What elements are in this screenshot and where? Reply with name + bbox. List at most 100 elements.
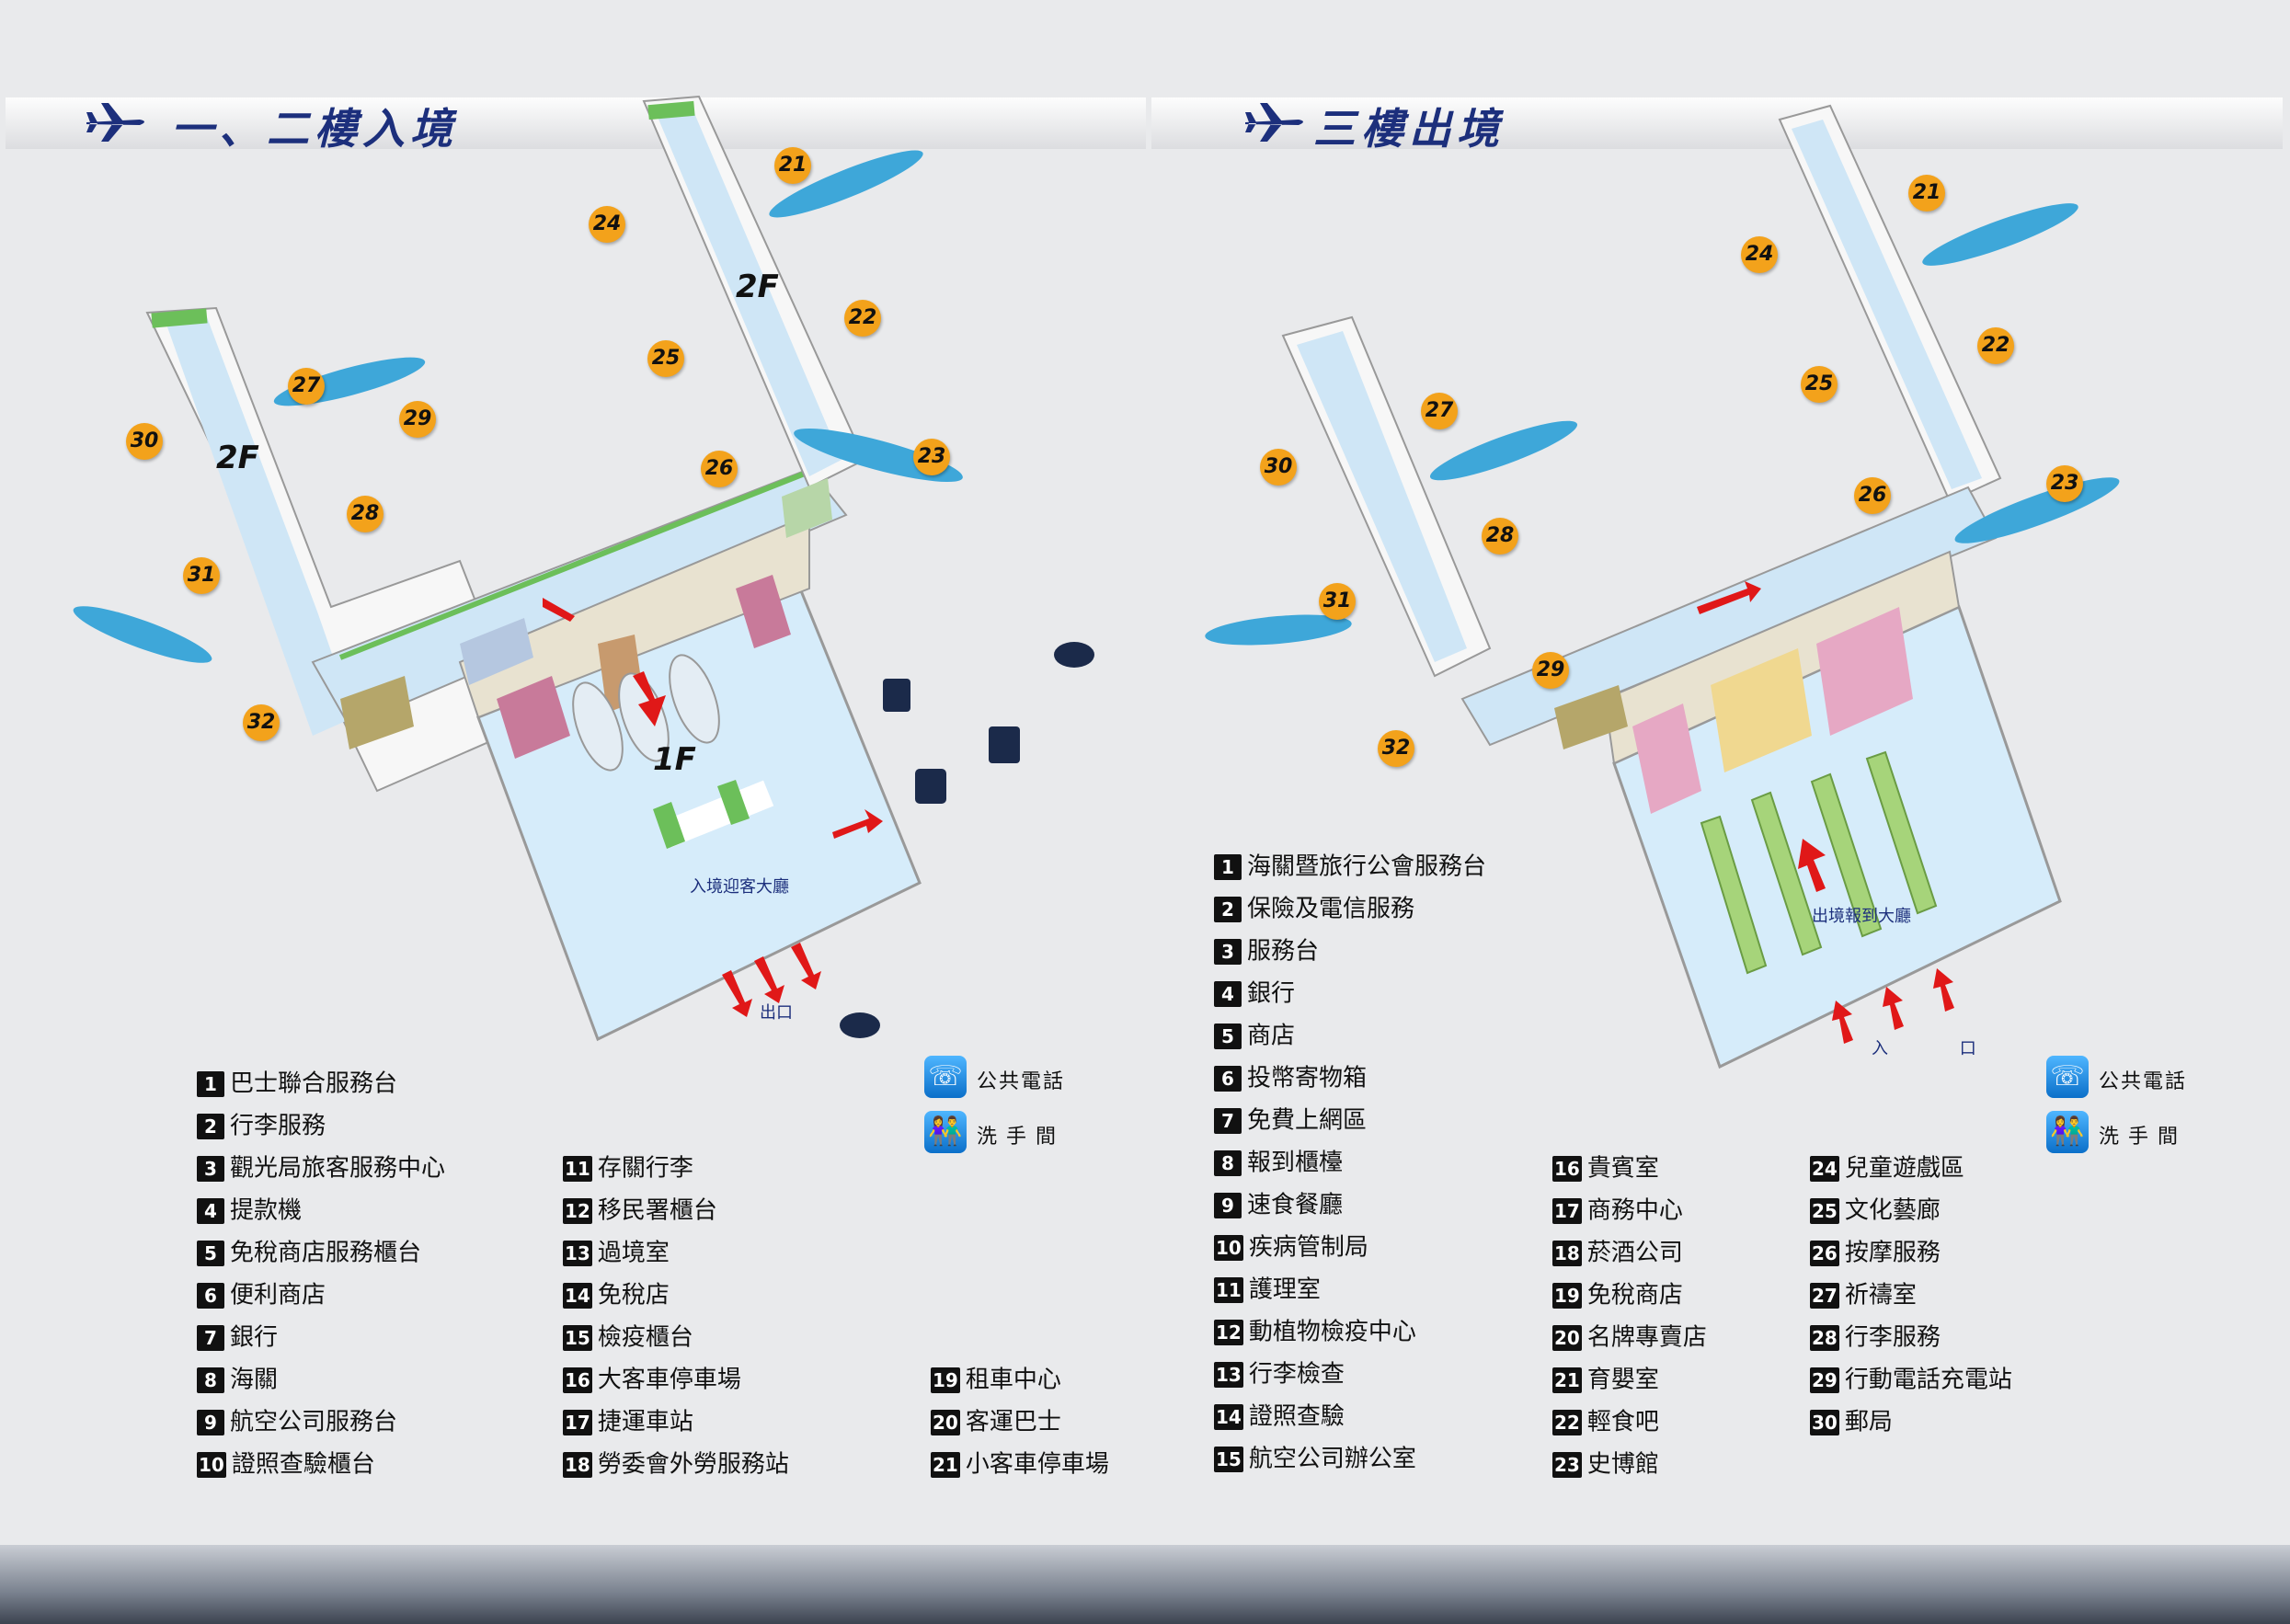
legend-number: 10 <box>197 1451 226 1478</box>
legend-label: 觀光局旅客服務中心 <box>230 1154 446 1183</box>
legend-number: 18 <box>563 1451 592 1478</box>
connector-corridor <box>311 467 848 728</box>
legend-number: 12 <box>1214 1319 1243 1345</box>
legend-number: 3 <box>197 1155 224 1182</box>
legend-number: 9 <box>197 1409 224 1435</box>
legend-number: 11 <box>563 1155 592 1182</box>
legend-label: 航空公司服務台 <box>230 1408 398 1436</box>
legend-label: 海關暨旅行公會服務台 <box>1247 852 1487 881</box>
floor-label-2f: 2F <box>736 269 779 305</box>
gate-badge: 32 <box>243 704 280 741</box>
legend-label: 速食餐廳 <box>1247 1191 1344 1219</box>
legend-label: 提款機 <box>230 1196 303 1225</box>
legend-number: 25 <box>1810 1197 1839 1224</box>
gate-badge: 26 <box>1854 477 1891 514</box>
concourse-north-floor <box>655 107 842 476</box>
gate-badge: 24 <box>1741 236 1778 273</box>
legend-number: 5 <box>197 1240 224 1266</box>
legend-number: 27 <box>1810 1282 1839 1309</box>
legend-label: 商店 <box>1247 1022 1296 1050</box>
legend-label: 服務台 <box>1247 937 1320 966</box>
gate-badge: 30 <box>126 423 163 460</box>
legend-number: 28 <box>1810 1324 1839 1351</box>
gate-badge: 21 <box>774 147 811 184</box>
legend-number: 30 <box>1810 1409 1839 1435</box>
restroom-legend-label: 洗手間 <box>977 1126 1066 1149</box>
concourse-north-floor <box>1792 120 1982 489</box>
legend-number: 16 <box>563 1367 592 1393</box>
legend-label: 行動電話充電站 <box>1844 1366 2012 1394</box>
page-title-arrival: 一、二樓入境 <box>171 104 458 154</box>
page-title-departure: 三樓出境 <box>1313 104 1505 154</box>
checkin-hall-label: 出境報到大廳 <box>1812 907 1911 926</box>
legend-label: 動植物檢疫中心 <box>1248 1318 1416 1346</box>
airplane-icon <box>1245 103 1303 142</box>
legend-label: 捷運車站 <box>597 1408 693 1436</box>
phone-icon: ☏ <box>2046 1056 2089 1098</box>
legend-number: 3 <box>1214 938 1242 965</box>
restroom-legend-label: 洗手間 <box>2099 1126 2188 1149</box>
legend-label: 祈禱室 <box>1844 1281 1917 1309</box>
legend-label: 名牌專賣店 <box>1586 1323 1707 1352</box>
legend-label: 疾病管制局 <box>1248 1233 1368 1262</box>
legend-number: 23 <box>1552 1451 1582 1478</box>
legend-label: 保險及電信服務 <box>1247 895 1415 923</box>
legend-label: 文化藝廊 <box>1844 1196 1941 1225</box>
legend-number: 6 <box>1214 1065 1242 1092</box>
gate-badge: 23 <box>913 439 950 475</box>
legend-number: 19 <box>931 1367 960 1393</box>
entrance-label: 入 口 <box>1872 1039 2009 1058</box>
hall-1f-upper <box>458 513 810 719</box>
legend-number: 14 <box>563 1282 592 1309</box>
gate-badge: 22 <box>1977 327 2014 364</box>
legend-label: 航空公司辦公室 <box>1248 1445 1416 1473</box>
legend-label: 租車中心 <box>965 1366 1061 1394</box>
legend-label: 免稅商店服務櫃台 <box>230 1239 422 1267</box>
legend-label: 免費上網區 <box>1247 1106 1368 1135</box>
legend-number: 8 <box>197 1367 224 1393</box>
legend-number: 17 <box>1552 1197 1582 1224</box>
airplane-icon <box>86 103 144 142</box>
legend-number: 4 <box>197 1197 224 1224</box>
legend-label: 輕食吧 <box>1586 1408 1659 1436</box>
coach-icon <box>989 726 1020 763</box>
legend-label: 證照查驗櫃台 <box>231 1450 375 1479</box>
legend-label: 移民署櫃台 <box>597 1196 717 1225</box>
legend-number: 13 <box>563 1240 592 1266</box>
legend-label: 行李服務 <box>1844 1323 1941 1352</box>
phone-legend-label: 公共電話 <box>2099 1070 2188 1093</box>
legend-number: 22 <box>1552 1409 1582 1435</box>
legend-label: 免稅商店 <box>1586 1281 1683 1309</box>
legend-label: 投幣寄物箱 <box>1247 1064 1368 1092</box>
legend-number: 7 <box>197 1324 224 1351</box>
legend-label: 按摩服務 <box>1844 1239 1941 1267</box>
legend-number: 21 <box>1552 1367 1582 1393</box>
legend-label: 存關行李 <box>597 1154 693 1183</box>
title-bar-left <box>6 97 1146 149</box>
airplane-graphics <box>73 150 963 663</box>
checkin-counters <box>1700 750 1938 975</box>
legend-number: 16 <box>1552 1155 1582 1182</box>
